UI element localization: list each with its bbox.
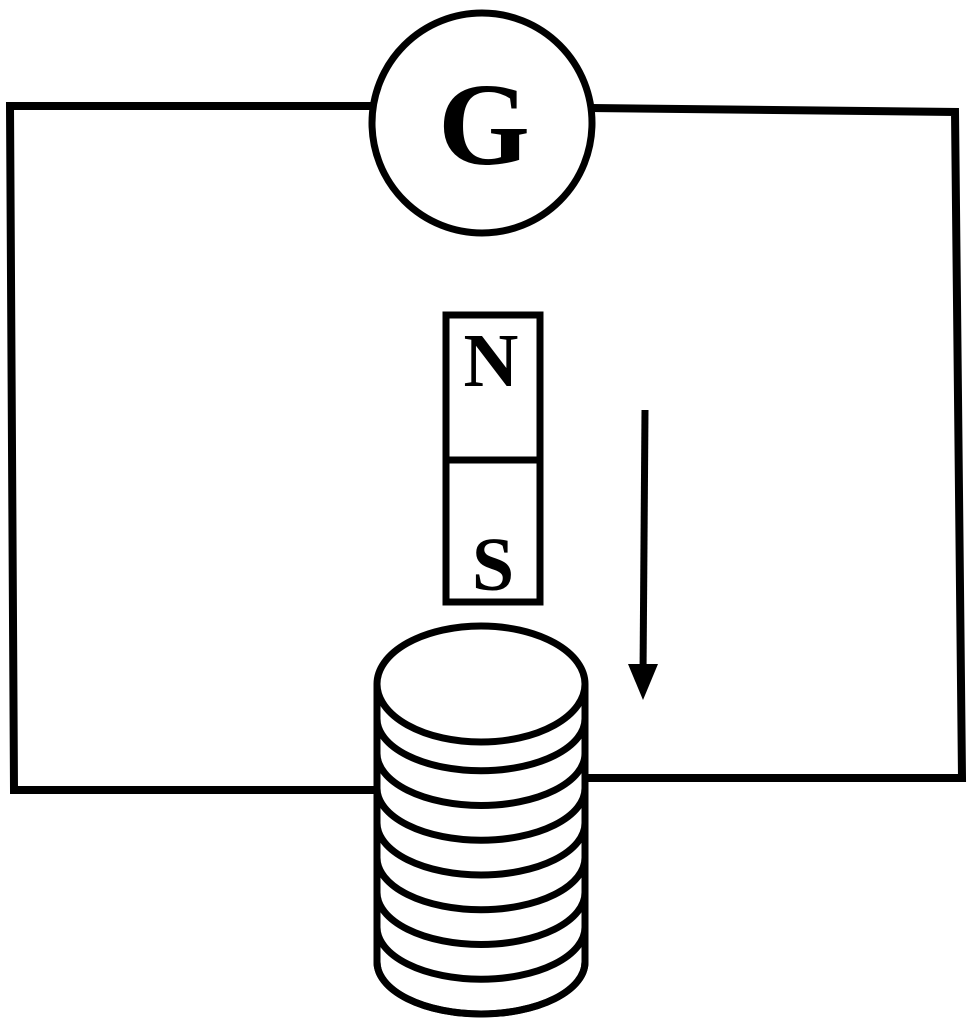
coil-turn	[373, 927, 589, 983]
bar-magnet: N S	[442, 311, 544, 607]
coil-turn	[373, 961, 589, 1018]
coil	[373, 622, 589, 1018]
coil-turn	[373, 822, 589, 879]
wire-left	[5, 102, 388, 794]
galvanometer-label: G	[438, 59, 530, 190]
wire-right	[580, 103, 967, 782]
arrow-shaft	[639, 409, 649, 677]
coil-turn	[373, 892, 589, 948]
coil-turn	[373, 857, 589, 914]
coil-turn	[373, 753, 589, 809]
galvanometer: G	[368, 9, 596, 237]
galvanometer-circle	[368, 9, 596, 237]
magnet-south-label: S	[472, 523, 514, 607]
magnet-north-label: N	[464, 319, 519, 403]
coil-turn	[373, 788, 589, 844]
coil-top	[373, 622, 589, 746]
motion-arrow	[628, 409, 658, 700]
coil-turn	[373, 718, 589, 775]
arrow-head	[628, 664, 658, 700]
circuit-wire	[5, 102, 967, 794]
